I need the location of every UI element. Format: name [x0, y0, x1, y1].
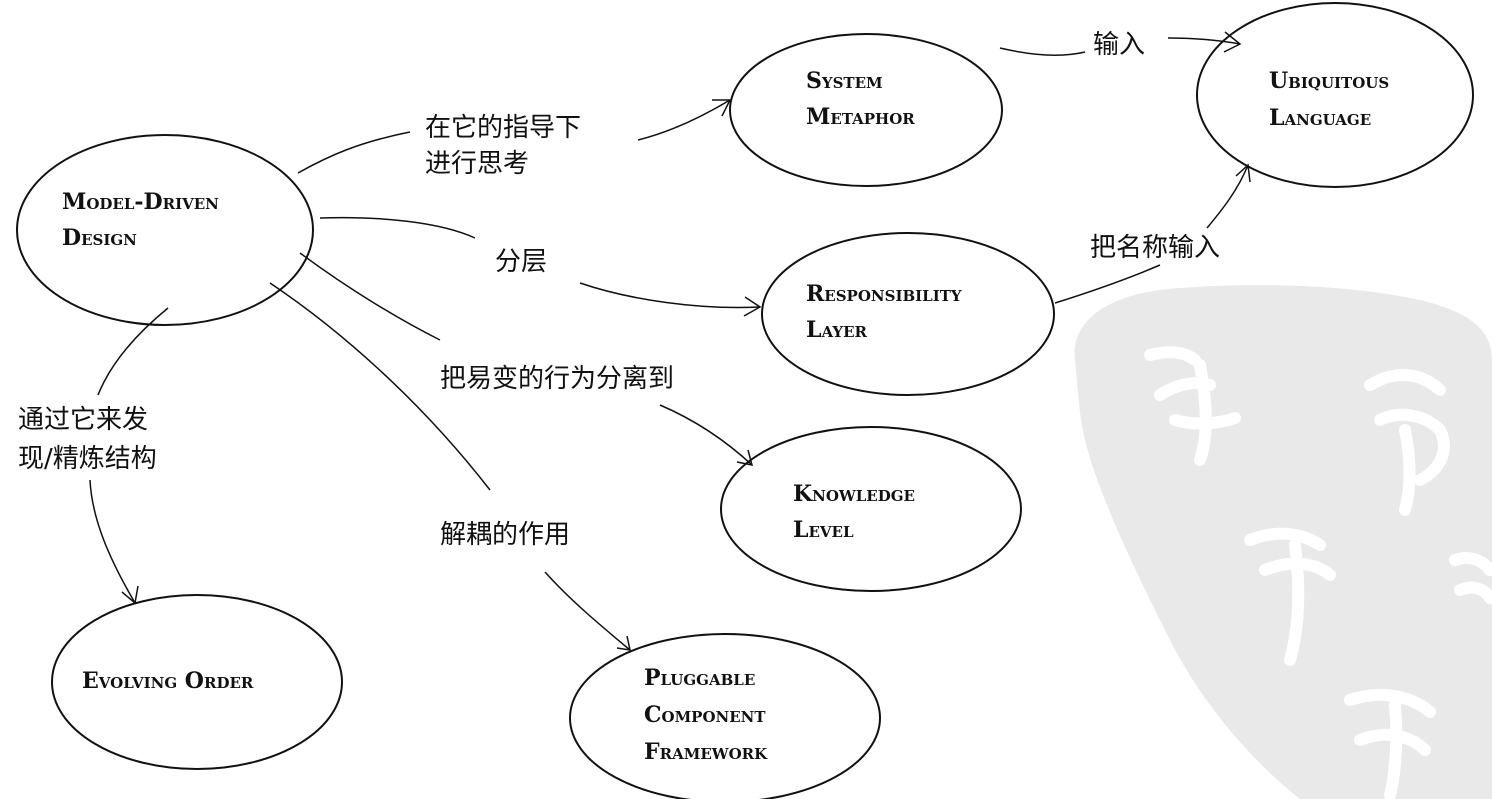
edge-label-line: 通过它来发	[18, 405, 148, 435]
arrowhead-pluggable	[616, 635, 631, 651]
node-label-line: Pluggable	[644, 665, 755, 691]
edge-mdd-to-system-metaphor	[297, 131, 411, 174]
edges	[89, 31, 1251, 651]
arrowhead-responsibility-layer	[743, 296, 762, 317]
node-responsibility-layer: Responsibility Layer	[761, 232, 1055, 396]
edge-responsibility-to-ubiquitous-cont	[1206, 164, 1249, 229]
node-ellipse	[720, 426, 1022, 592]
edge-label-line: 把名称输入	[1090, 233, 1220, 263]
node-ellipse	[569, 633, 881, 799]
edge-label-line: 现/精炼结构	[18, 444, 157, 474]
node-label-line: Layer	[806, 317, 868, 343]
node-label-line: Framework	[644, 739, 768, 765]
edge-mdd-to-responsibility-layer-cont	[579, 282, 761, 309]
node-ubiquitous-language: Ubiquitous Language	[1196, 2, 1474, 188]
arrowhead-system-metaphor	[712, 99, 732, 117]
node-label-line: Model-Driven	[62, 189, 219, 215]
arrowhead-knowledge-level	[736, 449, 754, 466]
edge-mdd-to-evolving-order-cont	[89, 479, 136, 604]
node-label-line: Metaphor	[806, 104, 915, 130]
edge-system-metaphor-to-ubiquitous	[999, 47, 1086, 56]
node-ellipse	[761, 232, 1055, 396]
node-label-line: System	[806, 68, 883, 94]
edge-responsibility-to-ubiquitous	[1054, 264, 1161, 304]
node-ellipse	[16, 134, 314, 326]
edge-label-line: 把易变的行为分离到	[440, 364, 674, 394]
edge-mdd-to-knowledge-level-cont	[659, 404, 753, 466]
node-label-line: Ubiquitous	[1269, 68, 1389, 94]
edge-label-line: 分层	[495, 247, 547, 277]
edge-mdd-to-evolving-order	[97, 307, 169, 396]
node-pluggable-component-framework: Pluggable Component Framework	[569, 633, 881, 799]
node-model-driven-design: Model-Driven Design	[16, 134, 314, 326]
node-label-line: Design	[62, 225, 137, 251]
edge-mdd-to-pluggable-cont	[544, 571, 631, 651]
node-ellipse	[51, 594, 343, 770]
node-knowledge-level: Knowledge Level	[720, 426, 1022, 592]
edge-system-metaphor-to-ubiquitous-cont	[1167, 37, 1241, 45]
node-system-metaphor: System Metaphor	[729, 33, 1003, 187]
seal-watermark	[1074, 285, 1492, 799]
edge-label-line: 进行思考	[425, 149, 529, 179]
node-label-line: Component	[644, 702, 766, 728]
node-ellipse	[1196, 2, 1474, 188]
edge-mdd-to-responsibility-layer	[319, 216, 476, 239]
node-label-line: Language	[1269, 105, 1371, 131]
node-label-line: Responsibility	[806, 281, 962, 307]
edge-label-line: 在它的指导下	[425, 113, 581, 143]
node-label-line: Level	[793, 517, 854, 543]
edge-mdd-to-system-metaphor-cont	[637, 99, 731, 141]
node-ellipse	[729, 33, 1003, 187]
edge-labels: 在它的指导下 进行思考 输入 分层 把名称输入 把易变的行为分离到 通过它来发 …	[18, 30, 1220, 550]
edge-label-line: 解耦的作用	[440, 520, 570, 550]
node-label-line: Evolving Order	[82, 668, 254, 694]
edge-mdd-to-pluggable	[269, 282, 491, 491]
edge-label-line: 输入	[1093, 30, 1145, 60]
arrowhead-ubiquitous-bottom	[1235, 163, 1251, 183]
node-label-line: Knowledge	[793, 481, 915, 507]
edge-mdd-to-knowledge-level	[299, 252, 441, 341]
node-evolving-order: Evolving Order	[51, 594, 343, 770]
